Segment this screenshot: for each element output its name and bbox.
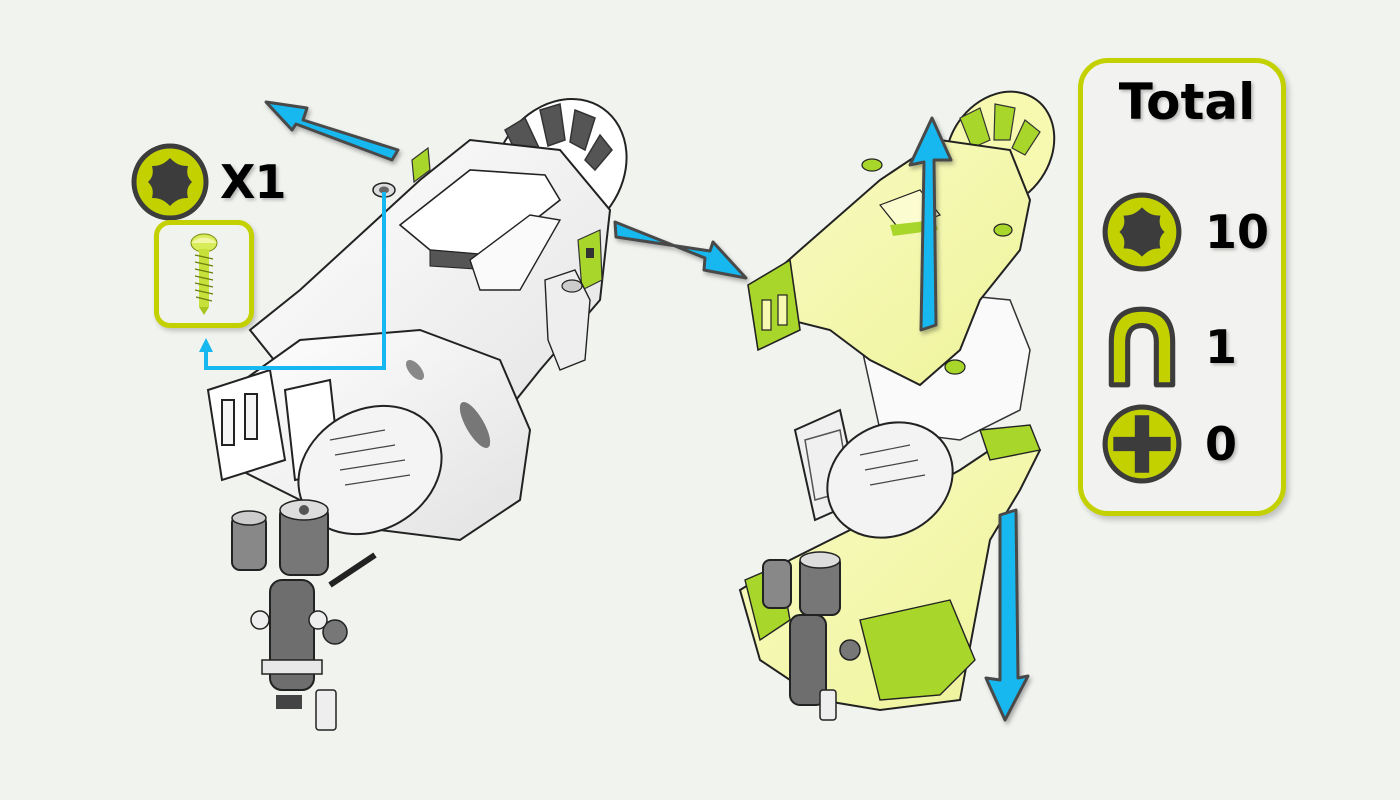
arrow-down (984, 508, 1030, 722)
u-clip-icon (1108, 306, 1176, 388)
totals-row-phillips: 0 (1101, 403, 1237, 485)
torx-screw-icon (1102, 192, 1182, 272)
totals-row-torx: 10 (1101, 191, 1269, 273)
screw-thumbnail (190, 233, 218, 315)
clip-count: 1 (1205, 320, 1238, 374)
phillips-screw-icon (1102, 404, 1182, 484)
torx-screw-icon (131, 143, 209, 221)
left-assembly (206, 98, 628, 731)
phillips-count: 0 (1205, 417, 1238, 471)
screw-count-callout: X1 (130, 142, 286, 222)
quantity-label: X1 (220, 155, 286, 209)
leader-line (199, 192, 386, 370)
arrow-up (908, 116, 953, 332)
totals-panel: Total 10 1 0 (1078, 58, 1286, 516)
screw-thumbnail-box (154, 220, 254, 328)
arrow-upper-left (264, 100, 400, 162)
torx-count: 10 (1205, 205, 1270, 259)
right-assembly (738, 90, 1056, 721)
totals-row-clip: 1 (1101, 303, 1237, 391)
arrow-right (613, 220, 748, 280)
totals-title: Total (1118, 73, 1256, 131)
